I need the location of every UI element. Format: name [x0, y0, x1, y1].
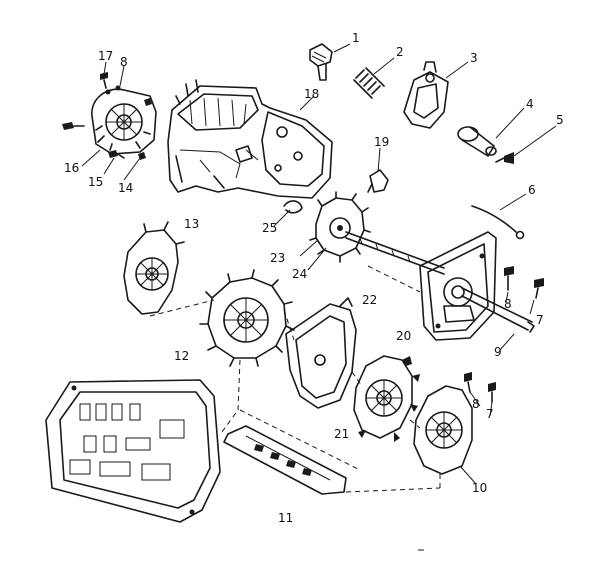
part-2-spring [353, 67, 385, 99]
callout-17: 17 [98, 49, 113, 63]
screws-lower-right [464, 372, 496, 403]
part-22-middle-plate [285, 297, 357, 409]
callout-11: 11 [278, 511, 293, 525]
callout-7-lower: 7 [486, 407, 494, 421]
part-4-shaft [457, 126, 497, 157]
part-5-screw [495, 152, 514, 164]
callout-24: 24 [292, 267, 307, 281]
part-23-gear [309, 191, 371, 263]
callout-2: 2 [396, 45, 404, 59]
callout-20: 20 [396, 329, 411, 343]
part-12-main-cam [199, 269, 295, 367]
part-6-wire [471, 205, 525, 240]
callout-labels: 1 2 3 4 5 6 7 7 8 8 8 9 10 11 12 13 14 1… [64, 31, 564, 525]
callout-8-top: 8 [120, 55, 128, 69]
callout-3: 3 [470, 51, 478, 65]
callout-22: 22 [362, 293, 377, 307]
callout-7-right: 7 [536, 313, 544, 327]
callout-10: 10 [472, 481, 487, 495]
callout-15: 15 [88, 175, 103, 189]
callout-6: 6 [528, 183, 536, 197]
small-screws-left [62, 72, 146, 160]
part-13-cam-wheel [123, 221, 185, 315]
callout-25: 25 [262, 221, 277, 235]
callout-12: 12 [174, 349, 189, 363]
part-25-spring-clip [283, 200, 303, 214]
part-19-clip [367, 169, 389, 193]
callout-16: 16 [64, 161, 79, 175]
part-3-bracket [403, 61, 449, 129]
part-10-lower-wheel [413, 385, 473, 475]
callout-4: 4 [526, 97, 534, 111]
part-9-shaft [461, 287, 535, 333]
part-18-upper-mechanism [144, 79, 333, 199]
screws-right [504, 266, 544, 299]
leader-lines [81, 43, 557, 485]
callout-19: 19 [374, 135, 389, 149]
bottom-frame [45, 379, 221, 523]
alignment-lines [149, 265, 441, 493]
part-20-right-plate [419, 231, 497, 341]
callout-8-lower: 8 [472, 397, 480, 411]
callout-14: 14 [118, 181, 133, 195]
callout-9: 9 [494, 345, 502, 359]
part-16-star-wheel [91, 85, 157, 155]
callout-8-right: 8 [504, 297, 512, 311]
callout-23: 23 [270, 251, 285, 265]
callout-1: 1 [352, 31, 360, 45]
callout-21: 21 [334, 427, 349, 441]
part-1-knob [309, 43, 333, 81]
part-11-bottom-bar [223, 425, 347, 495]
callout-5: 5 [556, 113, 564, 127]
callout-18: 18 [304, 87, 319, 101]
callout-13: 13 [184, 217, 199, 231]
part-21-gear-wheel [353, 355, 420, 442]
